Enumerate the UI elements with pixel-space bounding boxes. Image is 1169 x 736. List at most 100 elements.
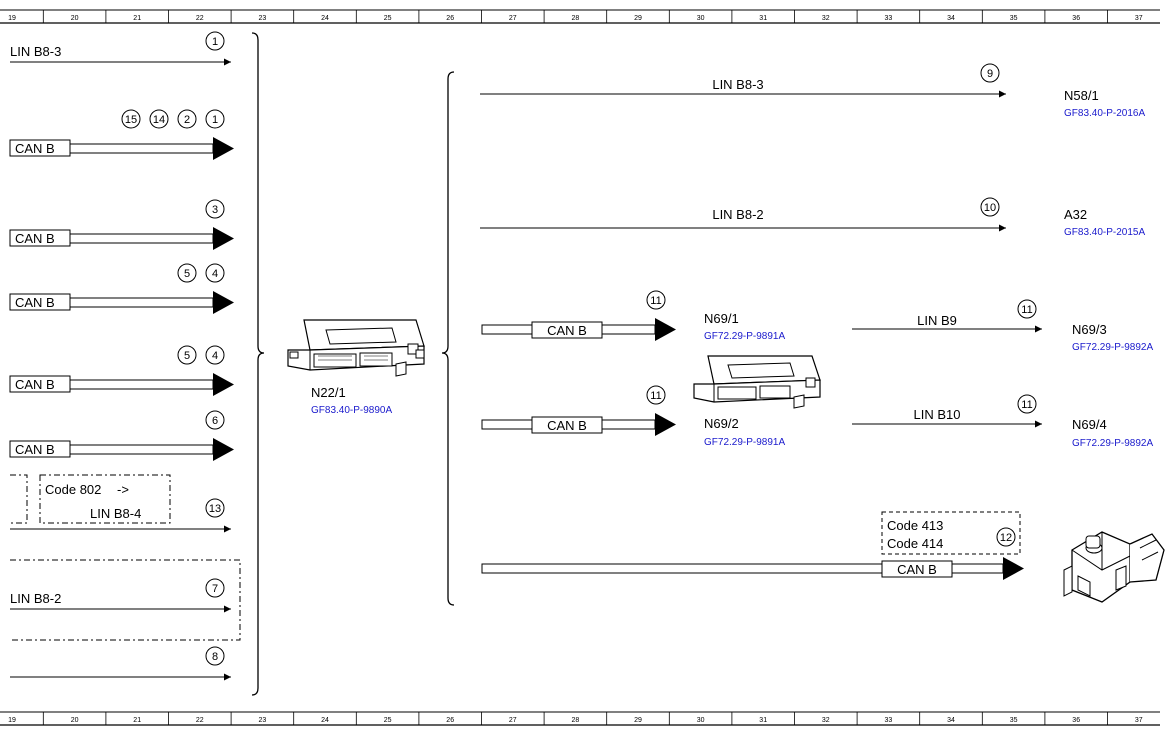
right-bracket <box>441 71 455 606</box>
can-b-label: CAN B <box>897 562 937 577</box>
signal-badge-number: 3 <box>212 204 218 216</box>
grid-cell: 28 <box>572 15 580 22</box>
target-n69-3-ref: GF72.29-P-9892A <box>1072 342 1153 353</box>
grid-cell: 32 <box>822 717 830 724</box>
lin-b8-2-region-box <box>10 559 241 641</box>
grid-cell: 25 <box>384 15 392 22</box>
grid-cell: 19 <box>8 15 16 22</box>
target-n69-3: N69/3 <box>1072 322 1107 337</box>
grid-cell: 36 <box>1072 15 1080 22</box>
signal-badge <box>205 31 225 51</box>
signal-badge-number: 7 <box>212 583 218 595</box>
grid-cell: 20 <box>71 717 79 724</box>
grid-cell: 33 <box>885 717 893 724</box>
signal-badge <box>980 197 1000 217</box>
grid-cell: 29 <box>634 15 642 22</box>
signal-badge-number: 4 <box>212 350 218 362</box>
right-signal-lin-b8-3: LIN B8-3 9 N58/1 GF83.40-P-2016A <box>480 63 1145 119</box>
signal-badge <box>205 109 225 129</box>
grid-cell: 22 <box>196 15 204 22</box>
grid-cell: 37 <box>1135 15 1143 22</box>
signal-label: CAN B <box>15 295 55 310</box>
signal-badge <box>205 410 225 430</box>
target-a32-ref: GF83.40-P-2015A <box>1064 227 1145 238</box>
can-b-label: CAN B <box>547 418 587 433</box>
signal-badge-number: 8 <box>212 651 218 663</box>
signal-label: CAN B <box>15 377 55 392</box>
module-n22-1-ref: GF83.40-P-9890A <box>311 405 392 416</box>
grid-cell: 32 <box>822 15 830 22</box>
left-signal-row: CAN B 5 4 <box>9 345 234 396</box>
module-n22-1[interactable]: N22/1 GF83.40-P-9890A <box>287 319 425 416</box>
grid-cell: 35 <box>1010 15 1018 22</box>
ecu-icon-n69 <box>693 355 821 409</box>
signal-arrow <box>213 438 234 461</box>
code-802-partial-box <box>10 474 28 524</box>
sub-module-n69-1-input: CAN B 11 <box>481 290 676 341</box>
grid-cell: 26 <box>446 15 454 22</box>
left-signal-row: CAN B6 <box>9 410 234 461</box>
grid-cell: 36 <box>1072 717 1080 724</box>
connector-plug-icon <box>1063 531 1165 603</box>
signal-label: LIN B8-3 <box>10 44 61 59</box>
lin-b9-signal: LIN B9 11 N69/3 GF72.29-P-9892A <box>852 299 1153 353</box>
grid-cell: 31 <box>759 15 767 22</box>
module-n69-1-ref: GF72.29-P-9891A <box>704 331 785 342</box>
module-n69-2[interactable]: N69/2 GF72.29-P-9891A <box>704 416 785 448</box>
signal-badge-number: 14 <box>153 114 165 126</box>
signal-badge <box>177 345 197 365</box>
grid-cell: 28 <box>572 717 580 724</box>
badge-number: 12 <box>1000 532 1012 544</box>
badge-number: 11 <box>1021 304 1032 316</box>
signal-badge-number: 4 <box>212 268 218 280</box>
grid-cell: 29 <box>634 717 642 724</box>
signal-badge <box>205 498 225 518</box>
grid-cell: 37 <box>1135 717 1143 724</box>
bottom-can-b-signal: CAN B Code 413 Code 414 12 <box>481 511 1024 580</box>
signal-arrow <box>213 227 234 250</box>
code-414-label: Code 414 <box>887 536 943 551</box>
grid-cell: 30 <box>697 15 705 22</box>
lin-b10-signal: LIN B10 11 N69/4 GF72.29-P-9892A <box>852 394 1153 449</box>
signal-label: CAN B <box>15 141 55 156</box>
target-n69-4: N69/4 <box>1072 417 1107 432</box>
signal-badge-number: 10 <box>984 202 996 214</box>
signal-badge <box>205 263 225 283</box>
grid-cell: 33 <box>885 15 893 22</box>
module-n22-1-name: N22/1 <box>311 385 346 400</box>
signal-badge-number: 13 <box>209 503 221 515</box>
signal-badge-number: 1 <box>212 114 218 126</box>
module-n69-2-name: N69/2 <box>704 416 739 431</box>
grid-cell: 34 <box>947 15 955 22</box>
code-802-arrow: -> <box>117 482 129 497</box>
signal-label: LIN B8-2 <box>10 591 61 606</box>
grid-cell: 21 <box>133 717 141 724</box>
grid-cell: 34 <box>947 717 955 724</box>
grid-cell: 20 <box>71 15 79 22</box>
signal-badge-number: 15 <box>125 114 137 126</box>
grid-cell: 35 <box>1010 717 1018 724</box>
grid-cell: 22 <box>196 717 204 724</box>
signal-label: CAN B <box>15 442 55 457</box>
signal-label: LIN B8-3 <box>712 77 763 92</box>
signal-arrow <box>213 291 234 314</box>
sub-module-n69-2-input: CAN B 11 <box>481 385 676 436</box>
module-n69-1[interactable]: N69/1 GF72.29-P-9891A <box>704 311 785 342</box>
signal-label: LIN B8-2 <box>712 207 763 222</box>
target-a32: A32 <box>1064 207 1087 222</box>
left-signal-row: CAN B 5 4 <box>9 263 234 314</box>
signal-label: CAN B <box>15 231 55 246</box>
signal-badge-number: 1 <box>212 36 218 48</box>
signal-badge <box>177 263 197 283</box>
badge-number: 11 <box>1021 399 1032 411</box>
signal-badge-number: 5 <box>184 350 190 362</box>
can-b-box <box>9 229 71 247</box>
signal-badge-number: 9 <box>987 68 993 80</box>
signal-arrow <box>213 373 234 396</box>
signal-badge-number: 5 <box>184 268 190 280</box>
can-b-box <box>9 375 71 393</box>
can-b-box <box>9 440 71 458</box>
grid-cell: 27 <box>509 717 517 724</box>
